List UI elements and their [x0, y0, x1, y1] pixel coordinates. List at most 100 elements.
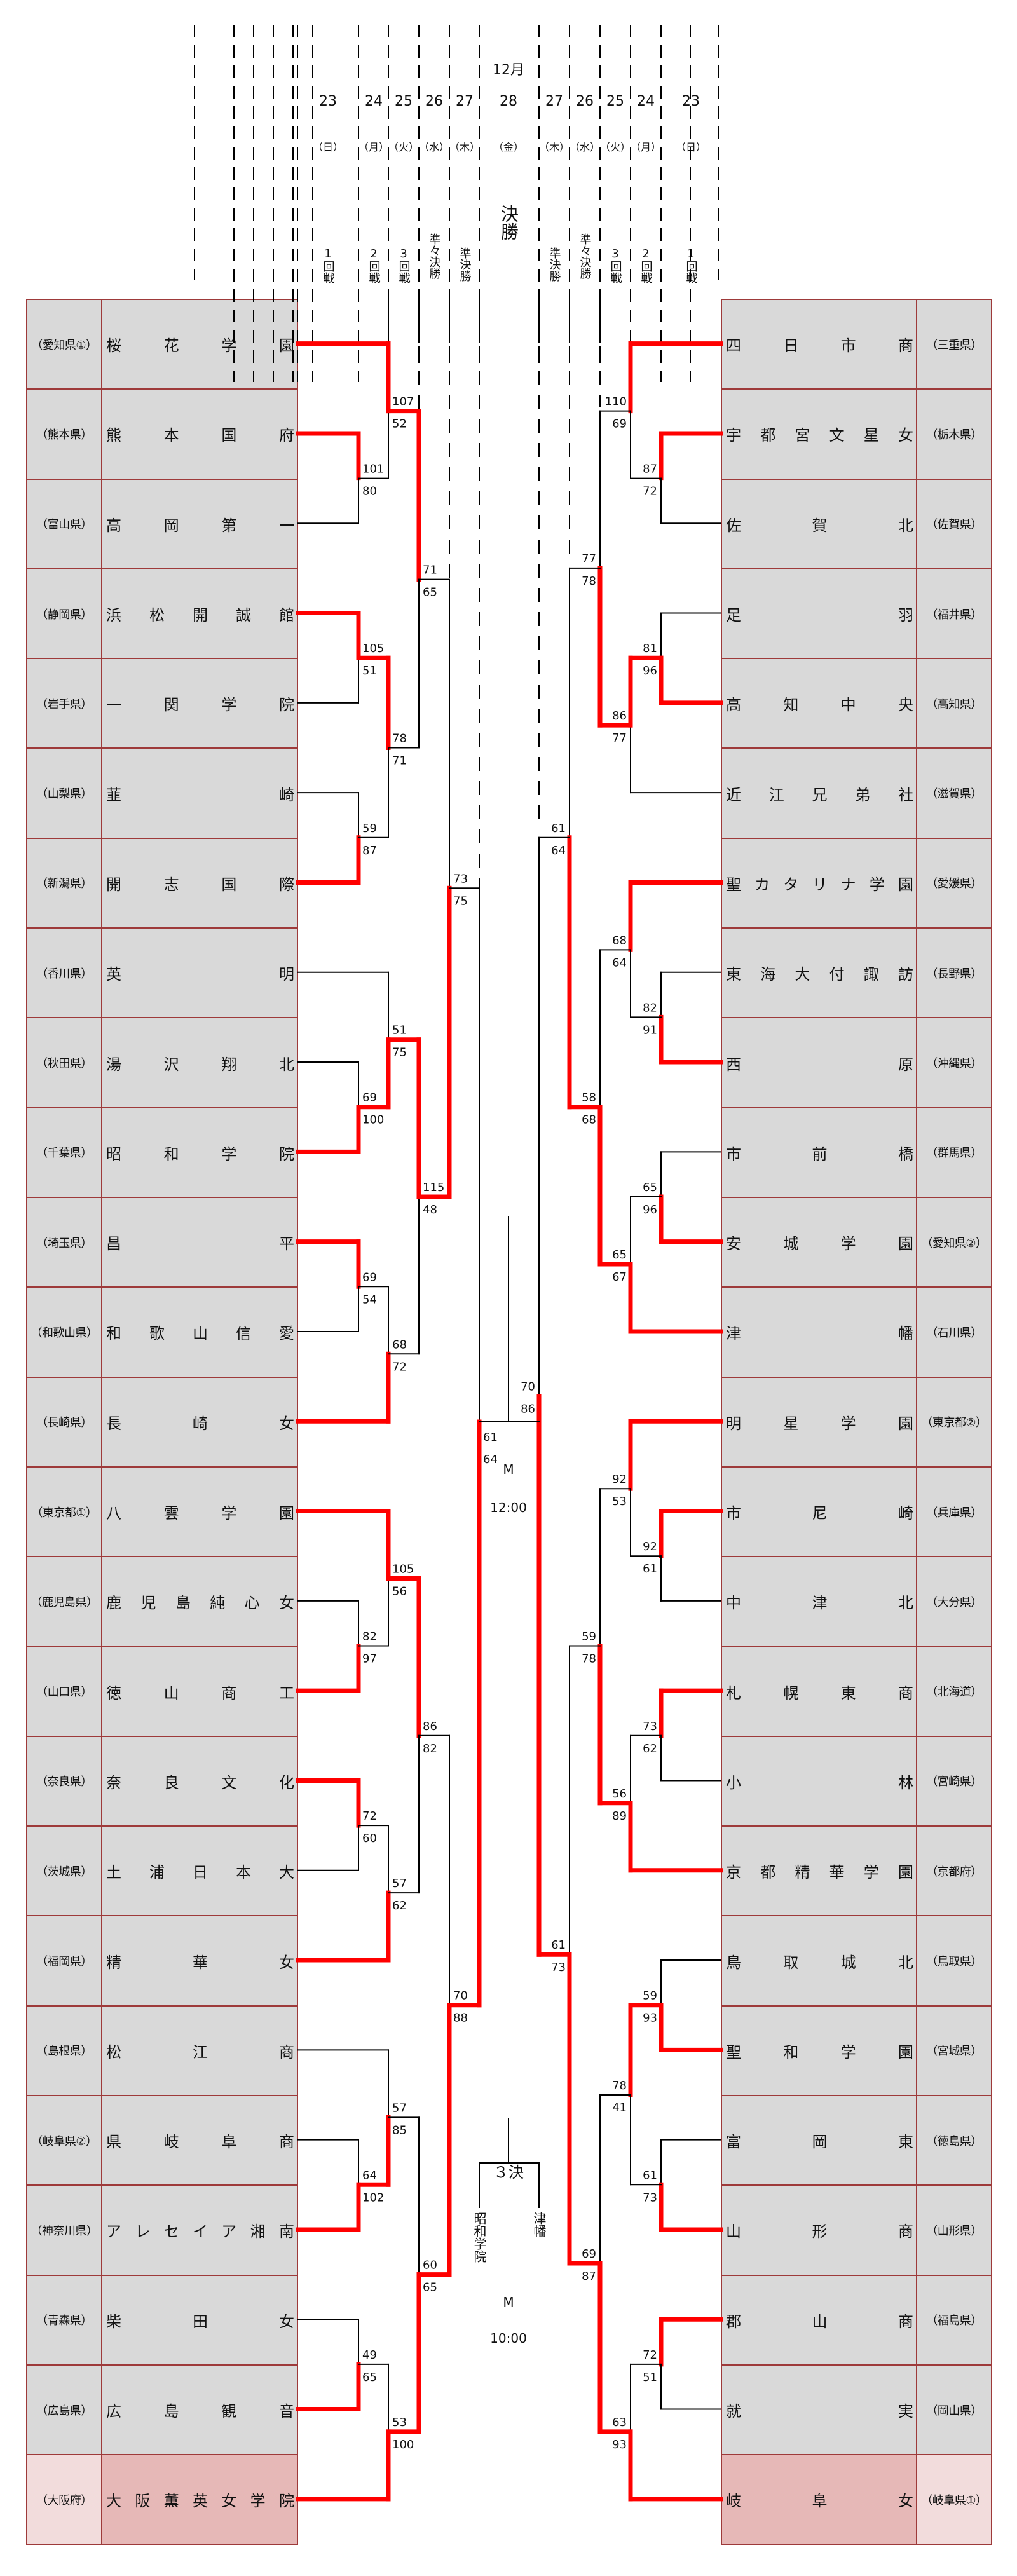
team-prefecture: （福島県）	[917, 2275, 992, 2364]
team-name: 奈良文化	[102, 1736, 298, 1826]
right-match-R6-score-b: 91	[643, 1023, 657, 1037]
left-match-L20-score-a: 49	[362, 2348, 377, 2362]
team-name-char: 本	[236, 1864, 251, 1882]
team-name-char: 心	[244, 1594, 260, 1612]
left-match-L18-score-b: 102	[362, 2191, 384, 2204]
team-name: 札幌東商	[721, 1647, 917, 1736]
team-name-char: 鳥	[726, 1953, 741, 1972]
left-match-L12-score-a: 73	[453, 872, 468, 885]
right-match-R19-score-a: 78	[612, 2079, 627, 2092]
left-match-L11-score-b: 48	[423, 1203, 437, 1216]
left-match-L8-score-a: 51	[392, 1024, 407, 1037]
team-name-char: 崎	[279, 786, 294, 804]
header-weekday: （火）	[599, 141, 631, 153]
right-match-R3-score-a: 81	[643, 642, 657, 655]
left-match-L16-score-a: 57	[392, 1877, 407, 1890]
team-name-char: 社	[898, 786, 913, 804]
team-prefecture: （茨城県）	[26, 1827, 102, 1916]
team-prefecture: （宮崎県）	[917, 1736, 992, 1826]
team-name-char: 奈	[106, 1773, 121, 1792]
team-name-char: 阜	[812, 2492, 828, 2511]
team-name-char: 山	[726, 2223, 741, 2241]
team-name-char: 北	[898, 1594, 913, 1612]
team-name-char: 都	[760, 1864, 776, 1882]
team-name-char: 学	[221, 337, 237, 355]
left-match-L9-score-b: 54	[362, 1293, 377, 1306]
team-name-char: 文	[829, 426, 845, 445]
left-match-L17-score-b: 82	[423, 1742, 437, 1755]
right-match-R8-score-b: 96	[643, 1203, 657, 1216]
team-name-char: 聖	[726, 2043, 741, 2061]
team-prefecture: （徳島県）	[917, 2096, 992, 2185]
team-prefecture: （岐阜県①）	[917, 2455, 992, 2544]
team-prefecture: （神奈川県）	[26, 2186, 102, 2275]
team-name-char: 女	[279, 2312, 294, 2331]
team-name-char: 阪	[135, 2492, 151, 2511]
team-name-char: 田	[193, 2312, 208, 2331]
right-match-R1-score-a: 87	[643, 463, 657, 476]
right-match-R9-score-b: 67	[612, 1271, 627, 1284]
left-match-L21-score-a: 53	[392, 2416, 407, 2429]
team-name-char: 国	[221, 426, 237, 445]
third-place-court-label: M	[503, 2294, 514, 2310]
team-name-char: 愛	[279, 1325, 294, 1343]
team-name-char: 韮	[106, 786, 121, 804]
team-name: 八雲学園	[102, 1467, 298, 1557]
right-match-R13-score-a: 92	[612, 1473, 627, 1486]
right-match-R21-score-b: 93	[612, 2438, 627, 2451]
team-name-char: 東	[840, 1684, 856, 1702]
left-match-L15-score-a: 72	[362, 1809, 377, 1823]
team-name-char: 開	[193, 606, 208, 625]
team-name-char: 信	[236, 1325, 251, 1343]
team-name-char: 東	[898, 2133, 913, 2151]
team-prefecture: （秋田県）	[26, 1018, 102, 1107]
team-row: 郡山商（福島県）	[721, 2275, 992, 2366]
team-name-char: 原	[898, 1055, 913, 1073]
team-name-char: 良	[163, 1773, 179, 1792]
right-match-R14-score-b: 62	[643, 1742, 657, 1755]
team-name: 昌平	[102, 1198, 298, 1287]
right-match-R20-score-b: 51	[643, 2371, 657, 2384]
team-name-char: タ	[783, 875, 799, 894]
team-name-char: 院	[278, 696, 294, 714]
team-name-char: 一	[278, 516, 294, 535]
header-round: 2回戦	[367, 247, 381, 283]
third-place-title: ３決	[493, 2164, 524, 2181]
team-name-char: 女	[898, 2492, 913, 2511]
team-prefecture: （東京都②）	[917, 1377, 992, 1466]
team-prefecture: （奈良県）	[26, 1736, 102, 1826]
team-prefecture: （岐阜県②）	[26, 2096, 102, 2185]
team-name-char: 本	[163, 426, 179, 445]
team-name: アレセイア湘南	[102, 2186, 298, 2275]
team-name: 東海大付諏訪	[721, 929, 917, 1018]
team-name-char: 昌	[106, 1235, 121, 1253]
team-name-char: 精	[106, 1953, 121, 1972]
team-name-char: 県	[106, 2133, 121, 2151]
team-name-char: ナ	[840, 875, 856, 894]
header-round: 決勝	[498, 205, 519, 240]
team-prefecture: （香川県）	[26, 929, 102, 1018]
team-name-char: 園	[278, 1504, 294, 1523]
team-name-char: 札	[726, 1684, 741, 1702]
team-name: 徳山商工	[102, 1647, 298, 1736]
right-match-R4-score-a: 86	[612, 709, 627, 723]
team-name-char: 市	[726, 1145, 741, 1163]
right-match-R24-score-a: 70	[521, 1380, 535, 1394]
team-name: 明星学園	[721, 1377, 917, 1466]
team-name-char: 小	[726, 1773, 741, 1792]
left-match-L5-score-b: 71	[392, 754, 407, 768]
left-match-L24-score-b: 64	[483, 1453, 498, 1466]
team-name-char: 日	[783, 337, 799, 355]
header-day: 26	[425, 93, 443, 109]
team-name-char: 歌	[149, 1325, 165, 1343]
team-name-char: 山	[812, 2312, 828, 2331]
team-name-char: 桜	[106, 337, 121, 355]
right-match-R12-score-b: 61	[643, 1562, 657, 1576]
team-name-char: 八	[106, 1504, 121, 1523]
left-match-L2-score-a: 107	[392, 395, 414, 409]
team-name-char: 日	[193, 1864, 208, 1882]
right-match-R16-score-a: 59	[582, 1630, 596, 1644]
team-name-char: 幡	[898, 1325, 913, 1343]
team-prefecture: （沖縄県）	[917, 1018, 992, 1107]
